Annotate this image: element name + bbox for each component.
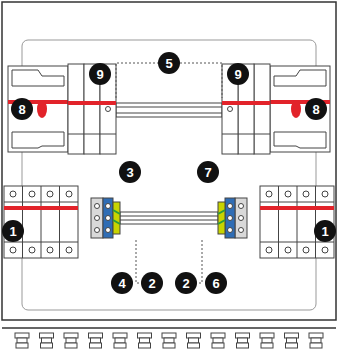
callout-number: 9 <box>227 63 249 85</box>
din-rail <box>120 212 218 224</box>
callout-number: 8 <box>305 98 327 120</box>
enclosure-housing <box>2 2 336 320</box>
callout-number: 1 <box>314 220 336 242</box>
enclosure-base <box>2 327 336 329</box>
callout-number: 7 <box>197 161 219 183</box>
callout-number: 4 <box>111 272 133 294</box>
callout-number: 3 <box>119 161 141 183</box>
callout-number: 6 <box>205 272 227 294</box>
callout-number: 5 <box>158 52 180 74</box>
din-rail <box>116 103 222 117</box>
callout-number: 2 <box>175 272 197 294</box>
callout-number: 2 <box>141 272 163 294</box>
leader-line <box>198 240 202 283</box>
callout-number: 9 <box>89 63 111 85</box>
callout-number: 1 <box>2 220 24 242</box>
callout-number: 8 <box>11 98 33 120</box>
leader-line <box>136 240 140 283</box>
